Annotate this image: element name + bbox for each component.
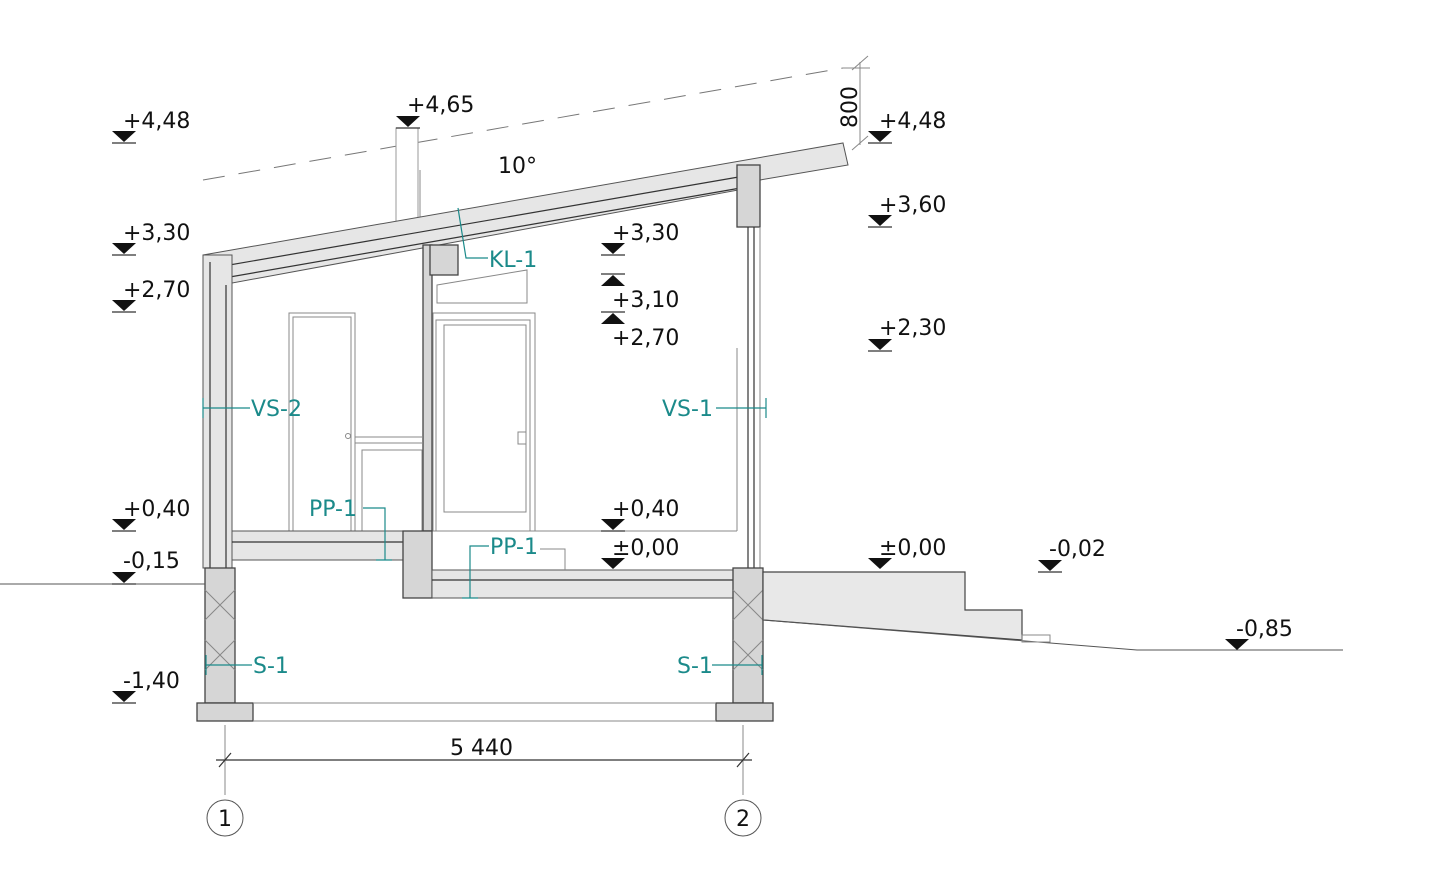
tag-kl1: KL-1 (457, 207, 537, 273)
axis-marker-2: 2 (724, 799, 762, 837)
tag-pp1-upper-label: PP-1 (309, 497, 357, 522)
level-label: -1,40 (123, 669, 180, 694)
overhang-dimension-label: 800 (838, 86, 863, 128)
level-marker-330-mid: +3,30 (601, 221, 679, 256)
axis-marker-1: 1 (206, 799, 244, 837)
tag-s1-right-label: S-1 (677, 654, 713, 679)
axis-1-label: 1 (218, 807, 232, 832)
axis-2-label: 2 (736, 807, 750, 832)
level-marker-330-left: +3,30 (112, 221, 190, 256)
door-main (432, 269, 536, 532)
level-marker-m085: -0,85 (1225, 617, 1293, 650)
tag-pp1-upper: PP-1 (309, 497, 392, 561)
level-marker-270-mid: +2,70 (601, 311, 679, 351)
level-label: +4,48 (123, 109, 190, 134)
level-label: -0,02 (1049, 537, 1106, 562)
level-marker-360-right: +3,60 (868, 193, 946, 228)
tag-vs2-label: VS-2 (251, 397, 302, 422)
level-label: +3,30 (612, 221, 679, 246)
roof-angle-label: 10° (498, 154, 537, 179)
shelf-unit (355, 436, 423, 532)
overhang-dimension: 800 (838, 55, 870, 151)
span-dimension-label: 5 440 (450, 736, 513, 761)
foundation-wall-left (204, 567, 236, 704)
level-marker-465: +4,65 (396, 93, 474, 129)
level-label: +3,10 (612, 288, 679, 313)
tag-s1-left: S-1 (205, 654, 289, 679)
footing-left (196, 702, 254, 722)
tag-vs1: VS-1 (662, 397, 767, 422)
span-dimension: 5 440 (216, 725, 752, 795)
level-marker-310-mid: +3,10 (601, 273, 679, 313)
level-label: ±0,00 (879, 536, 946, 561)
lintel (429, 244, 459, 276)
level-label: +0,40 (612, 497, 679, 522)
footing-right (715, 702, 774, 722)
level-marker-448-right: +4,48 (868, 109, 946, 144)
terrace-steps (762, 571, 1023, 641)
ground-line-right (762, 619, 1343, 651)
level-marker-m002: -0,02 (1038, 537, 1106, 573)
foundation-wall-right (732, 567, 764, 704)
level-marker-230-right: +2,30 (868, 316, 946, 352)
level-marker-270-left: +2,70 (112, 278, 190, 313)
floor-slab-upper (231, 530, 405, 561)
level-label: +2,70 (123, 278, 190, 303)
level-label: ±0,00 (612, 536, 679, 561)
exterior-wall-left (202, 254, 233, 569)
level-label: +4,48 (879, 109, 946, 134)
floor-slab-main (431, 569, 751, 599)
level-label: +3,60 (879, 193, 946, 218)
tag-vs1-label: VS-1 (662, 397, 713, 422)
level-label: +3,30 (123, 221, 190, 246)
tag-vs2: VS-2 (202, 397, 302, 422)
tag-s1-left-label: S-1 (253, 654, 289, 679)
level-label: +2,70 (612, 326, 679, 351)
tag-pp1-lower: PP-1 (462, 535, 566, 599)
level-label: -0,85 (1236, 617, 1293, 642)
level-marker-040-left: +0,40 (112, 497, 190, 532)
level-label: +4,65 (407, 93, 474, 118)
level-marker-000-right: ±0,00 (868, 536, 946, 569)
floor-step-block (402, 530, 433, 599)
level-marker-m140: -1,40 (112, 669, 180, 704)
exterior-wall-right-top (736, 164, 761, 228)
level-marker-040-mid: +0,40 (601, 497, 679, 532)
level-label: +2,30 (879, 316, 946, 341)
tag-s1-right: S-1 (677, 654, 763, 679)
level-marker-m015-left: -0,15 (112, 549, 180, 585)
level-marker-448-left: +4,48 (112, 109, 190, 144)
interior-partition (422, 244, 433, 532)
chimney (395, 127, 421, 229)
level-label: -0,15 (123, 549, 180, 574)
tag-kl1-label: KL-1 (489, 248, 537, 273)
level-marker-000-mid: ±0,00 (601, 536, 679, 569)
level-label: +0,40 (123, 497, 190, 522)
glazing-right (736, 227, 761, 568)
tag-pp1-lower-label: PP-1 (490, 535, 538, 560)
roof-reference-dashed-line (202, 67, 844, 181)
